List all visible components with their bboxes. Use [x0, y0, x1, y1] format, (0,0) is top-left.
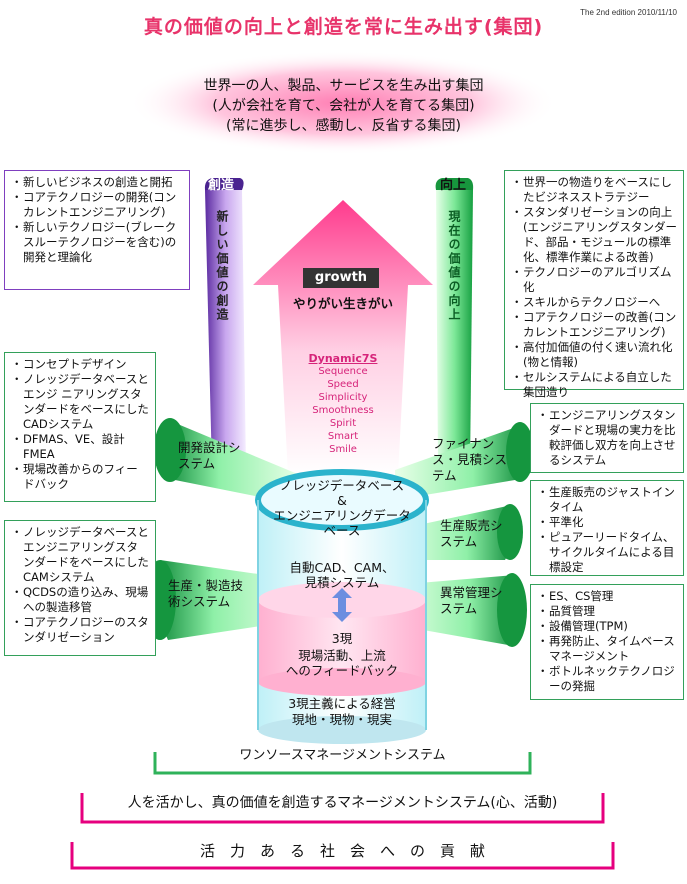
list-item: コアテクノロジーの開発(コンカレントエンジニアリング)	[11, 190, 183, 220]
list-item: セルシステムによる自立した集団造り	[511, 370, 677, 400]
social-contribution: 活 力 あ る 社 会 へ の 貢 献	[199, 842, 485, 860]
dynamic7s-item: Speed	[327, 379, 359, 390]
list-item: 現場改善からのフィードバック	[11, 462, 149, 492]
list-item: ノレッジデータベースとエンジ ニアリングスタンダードをベースにしたCADシステム	[11, 372, 149, 432]
list-item: 新しいビジネスの創造と開拓	[11, 175, 183, 190]
dynamic7s-item: Smart	[327, 431, 359, 442]
center-database-line: ベース	[323, 523, 361, 538]
dynamic7s-title: Dynamic7S	[308, 352, 378, 365]
list-item: ボトルネックテクノロジーの発掘	[537, 664, 677, 694]
pillar-text-create: 新しい価値の創造	[215, 210, 229, 322]
list-item: ノレッジデータベースとエンジニアリングスタンダードをベースにしたCAMシステム	[11, 525, 149, 585]
list-item: QCDSの造り込み、現場への製造移管	[11, 585, 149, 615]
center-auto-cad-line: 見積システム	[304, 575, 380, 590]
pillar-tag-improve: 向上	[440, 178, 467, 193]
center-auto-cad-line: 自動CAD、CAM、	[289, 560, 395, 575]
list-item: 品質管理	[537, 604, 677, 619]
dynamic7s-item: Sequence	[318, 366, 368, 377]
center-database: ノレッジデータベース & エンジニアリングデータ ベース	[268, 478, 416, 538]
center-genba: 現場活動、上流 へのフィードバック	[268, 648, 416, 678]
list-item: コンセプトデザイン	[11, 357, 149, 372]
dynamic7s-item: Smoothness	[312, 405, 374, 416]
list-item: 平準化	[537, 515, 677, 530]
box-finance: エンジニアリングスタンダードと現場の実力を比較評価し双方を向上させるシステム	[530, 403, 684, 473]
list-item: ES、CS管理	[537, 589, 677, 604]
growth-subtitle: やりがい生きがい	[292, 296, 393, 311]
box-current-value-improvement: 世界一の物造りをベースにしたビジネスストラテジー スタンダリゼーションの向上(エ…	[504, 170, 684, 399]
center-genba-line: 現場活動、上流	[298, 648, 386, 663]
list-item: スタンダリゼーションの向上(エンジニアリングスタンダード、部品・モジュールの標準…	[511, 205, 677, 265]
pillar-tag-create: 創造	[208, 178, 235, 193]
mission-line-3: (常に進歩し、感動し、反省する集団)	[226, 118, 461, 134]
box-anomaly: ES、CS管理 品質管理 設備管理(TPM) 再発防止、タイムベースマネージメン…	[530, 584, 684, 700]
dynamic7s-list: Dynamic7S Sequence Speed Simplicity Smoo…	[293, 352, 393, 456]
dynamic7s-item: Simplicity	[318, 392, 368, 403]
list-item: テクノロジーのアルゴリズム化	[511, 265, 677, 295]
list-item: 生産販売のジャストインタイム	[537, 485, 677, 515]
dynamic7s-item: Smile	[329, 444, 357, 455]
page-title: 真の価値の向上と創造を常に生み出す(集団)	[143, 16, 544, 38]
list-item: エンジニアリングスタンダードと現場の実力を比較評価し双方を向上させるシステム	[537, 408, 677, 468]
system-production-tech: 生産・製造技術システム	[168, 578, 244, 609]
center-management: 3現主義による経営 現地・現物・現実	[268, 696, 416, 728]
center-sangen: 3現	[331, 631, 353, 646]
growth-badge: growth	[303, 268, 379, 288]
center-database-line: &	[337, 493, 347, 508]
list-item: スキルからテクノロジーへ	[511, 295, 677, 310]
center-management-line: 現地・現物・現実	[291, 712, 392, 727]
mission-line-2: (人が会社を育て、会社が人を育てる集団)	[212, 98, 475, 114]
center-database-line: エンジニアリングデータ	[273, 508, 411, 523]
pillar-text-improve: 現在の価値の向上	[447, 210, 461, 322]
list-item: 再発防止、タイムベースマネージメント	[537, 634, 677, 664]
center-management-line: 3現主義による経営	[288, 696, 396, 711]
box-dev-design: コンセプトデザイン ノレッジデータベースとエンジ ニアリングスタンダードをベース…	[4, 352, 156, 502]
list-item: 新しいテクノロジー(ブレークスルーテクノロジーを含む)の開発と理論化	[11, 220, 183, 265]
center-database-line: ノレッジデータベース	[279, 478, 405, 493]
list-item: コアテクノロジーのスタンダリゼーション	[11, 615, 149, 645]
system-dev-design: 開発設計システム	[178, 440, 241, 471]
system-sales: 生産販売システム	[440, 518, 503, 549]
box-production-tech: ノレッジデータベースとエンジニアリングスタンダードをベースにしたCAMシステム …	[4, 520, 156, 656]
list-item: 設備管理(TPM)	[537, 619, 677, 634]
list-item: DFMAS、VE、設計FMEA	[11, 432, 149, 462]
list-item: コアテクノロジーの改善(コンカレントエンジニアリング)	[511, 310, 677, 340]
list-item: ピュアーリードタイム、サイクルタイムによる目標設定	[537, 530, 677, 575]
edition-label: The 2nd edition 2010/11/10	[580, 8, 677, 17]
box-new-value-creation: 新しいビジネスの創造と開拓 コアテクノロジーの開発(コンカレントエンジニアリング…	[4, 170, 190, 290]
management-system: 人を活かし、真の価値を創造するマネージメントシステム(心、活動)	[127, 795, 558, 811]
box-sales: 生産販売のジャストインタイム 平準化 ピュアーリードタイム、サイクルタイムによる…	[530, 480, 684, 576]
one-source-system: ワンソースマネージメントシステム	[239, 748, 446, 763]
list-item: 高付加価値の付く速い流れ化(物と情報)	[511, 340, 677, 370]
list-item: 世界一の物造りをベースにしたビジネスストラテジー	[511, 175, 677, 205]
center-auto-cad: 自動CAD、CAM、 見積システム	[268, 560, 416, 590]
dynamic7s-item: Spirit	[329, 418, 357, 429]
system-finance: ファイナンス・見積システム	[432, 436, 508, 483]
center-genba-line: へのフィードバック	[285, 663, 399, 678]
system-anomaly: 異常管理システム	[440, 585, 503, 616]
mission-line-1: 世界一の人、製品、サービスを生み出す集団	[203, 78, 484, 94]
